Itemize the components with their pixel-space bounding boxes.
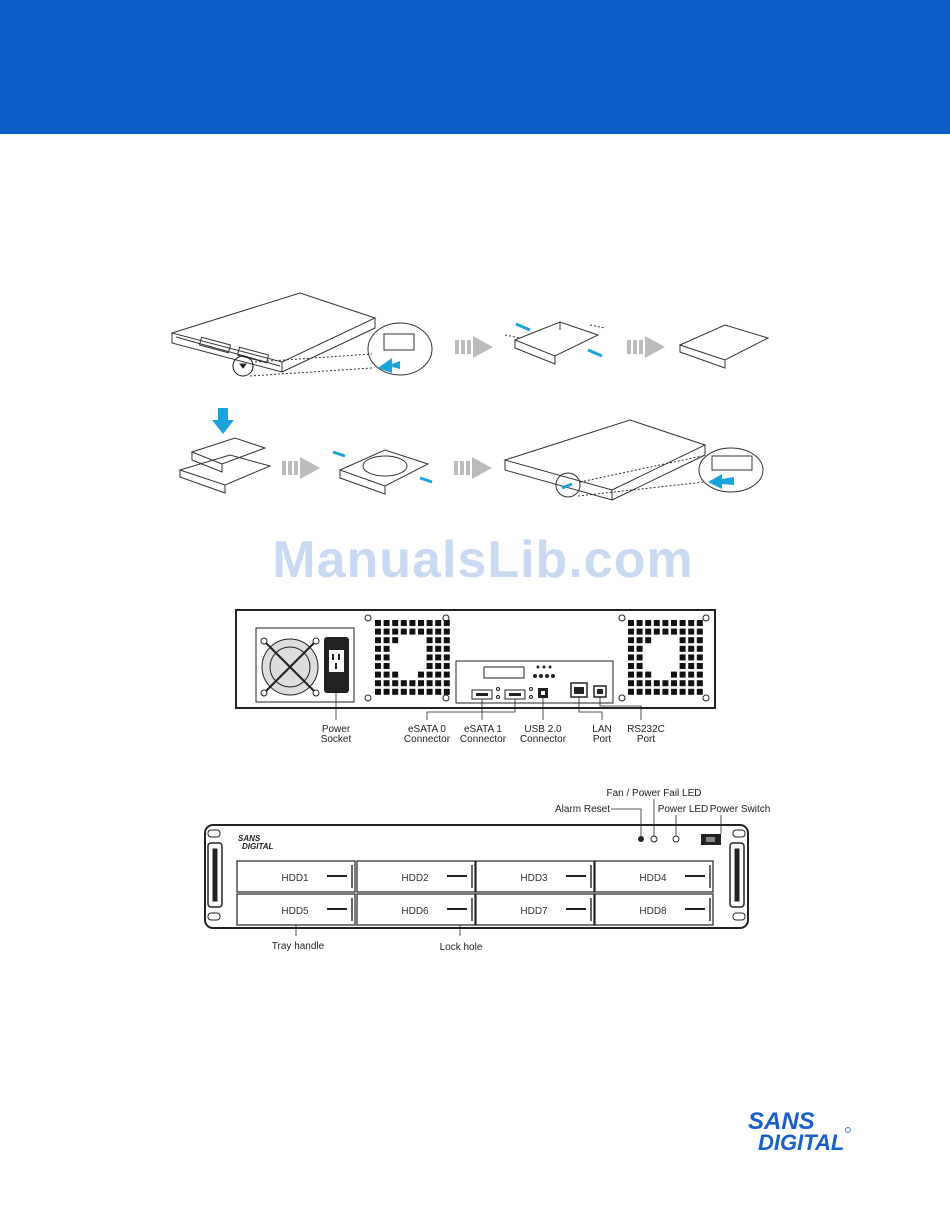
brand-logo-bottom: DIGITAL xyxy=(758,1130,844,1155)
